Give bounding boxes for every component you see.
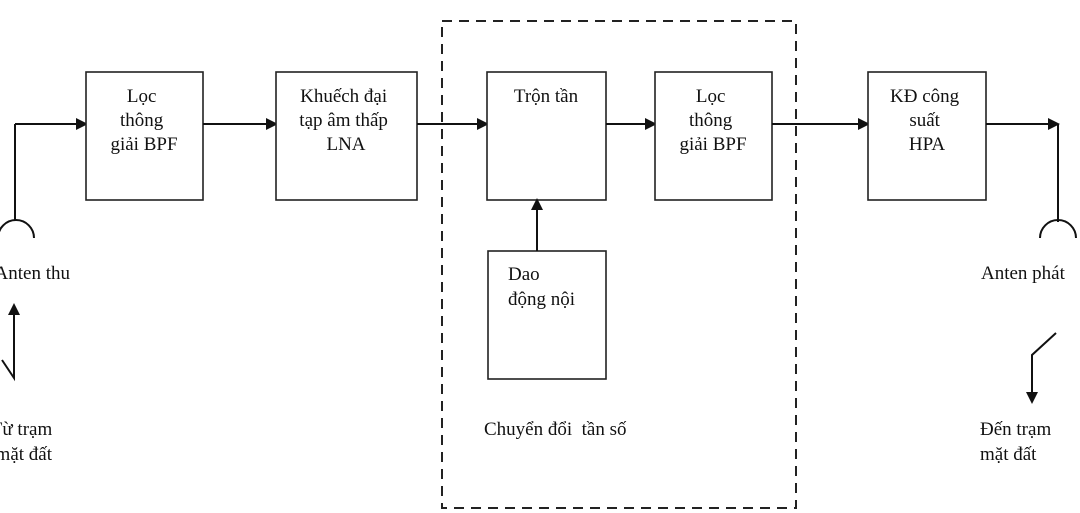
to-ground-label-line-2: mặt đất [980, 444, 1037, 465]
bpf-filter-block-2: Lọc thông giải BPF [654, 71, 773, 201]
mixer-block: Trộn tần [486, 71, 607, 201]
lna-label-line-2: tạp âm thấp [299, 110, 388, 131]
svg-text:Đến trạm mặt đất: Đến trạm mặt đất [980, 419, 1056, 465]
bpf-filter-block-1: Lọc thông giải BPF [85, 71, 204, 201]
svg-text:KĐ công suất HPA: KĐ công suất HPA [890, 86, 964, 155]
from-ground-label-line-2: mặt đất [0, 444, 53, 465]
svg-text:Từ trạm mặt đất: Từ trạm mặt đất [0, 419, 57, 465]
bpf1-label-line-3: giải BPF [110, 134, 177, 155]
svg-text:Dao động nội: Dao động nội [508, 264, 575, 310]
bpf2-label-line-1: Lọc [696, 86, 726, 107]
bpf1-label-line-2: thông [120, 110, 164, 131]
svg-text:Lọc thông giải BPF: Lọc thông giải BPF [110, 86, 177, 155]
bpf2-label-line-3: giải BPF [679, 134, 746, 155]
svg-text:Khuếch đại tạp âm thấp: Khuếch đại tạp âm thấp LNA [299, 86, 392, 155]
lo-label-line-1: Dao [508, 264, 540, 285]
rx-antenna-label: Anten thu [0, 263, 70, 284]
lna-block: Khuếch đại tạp âm thấp LNA [275, 71, 418, 201]
hpa-label-line-2: suất [909, 110, 940, 131]
tx-antenna-label: Anten phát [981, 263, 1066, 284]
tx-antenna-icon [1039, 124, 1077, 239]
to-ground-label-line-1: Đến trạm [980, 419, 1051, 440]
mixer-label: Trộn tần [514, 86, 579, 107]
lna-label-line-3: LNA [326, 134, 365, 155]
svg-text:Lọc thông giải BPF: Lọc thông giải BPF [679, 86, 746, 155]
from-ground-label-line-1: Từ trạm [0, 419, 52, 440]
local-oscillator-block: Dao động nội [487, 250, 607, 380]
lna-label-line-1: Khuếch đại [300, 86, 387, 107]
hpa-block: KĐ công suất HPA [867, 71, 987, 201]
uplink-signal-icon [1, 303, 20, 382]
bpf2-label-line-2: thông [689, 110, 733, 131]
frequency-conversion-label: Chuyển đổi tần số [484, 419, 627, 440]
svg-text:Trộn tần: Trộn tần [514, 86, 579, 107]
bpf1-label-line-1: Lọc [127, 86, 157, 107]
downlink-signal-icon [1026, 332, 1057, 404]
hpa-label-line-3: HPA [909, 134, 946, 155]
lo-label-line-2: động nội [508, 289, 575, 310]
rx-antenna-icon [0, 124, 35, 239]
hpa-label-line-1: KĐ công [890, 86, 960, 107]
frequency-conversion-group [441, 20, 797, 509]
